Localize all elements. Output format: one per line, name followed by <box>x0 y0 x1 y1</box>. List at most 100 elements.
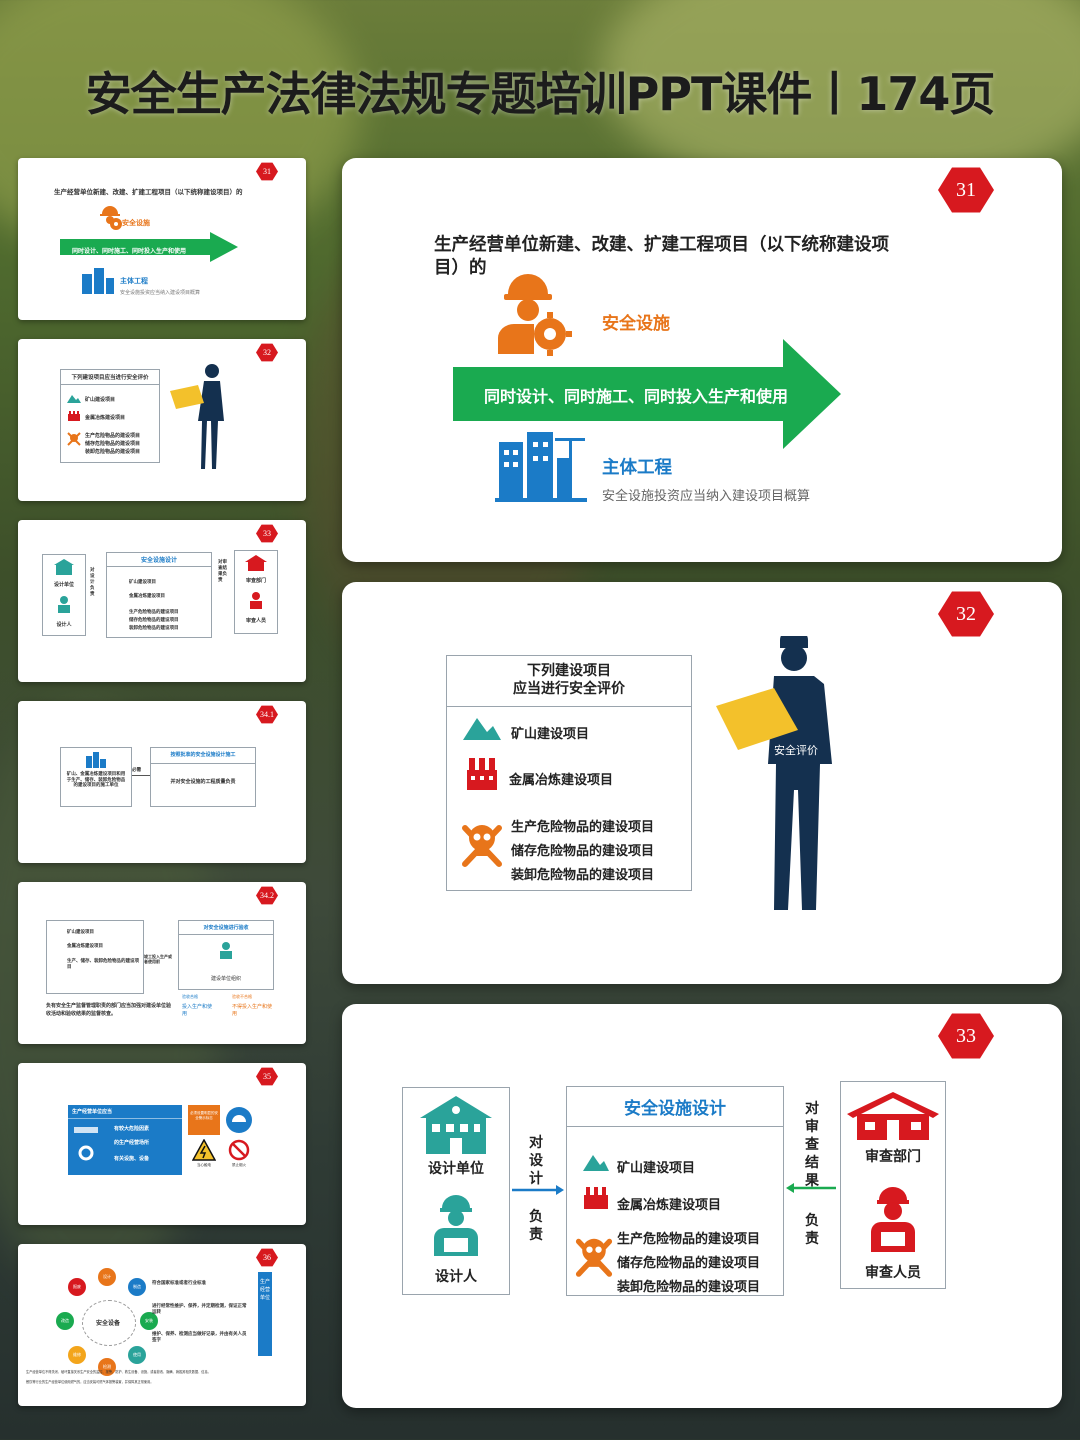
panel-line: 的生产经营场所 <box>114 1140 150 1146</box>
box-title: 下列建设项目应当进行安全评价 <box>61 370 159 385</box>
slide-thumbnail-33[interactable]: 33 设计单位 设计人 对设计负责 安全设施设计 矿山建设项目 金属冶炼建设项目… <box>18 520 306 682</box>
building-icon <box>86 752 106 768</box>
worker-icon <box>220 942 232 959</box>
factory-icon <box>584 1187 608 1209</box>
list-item: 装卸危险物品的建设项目 <box>129 626 179 631</box>
main-project-label: 主体工程 <box>120 277 148 285</box>
pass-small-label: 验收合格 <box>182 994 198 999</box>
slide-number-badge: 31 <box>938 167 994 213</box>
construction-box: 按照批准的安全设施设计施工 并对安全设施的工程质量负责 <box>150 747 256 807</box>
document-label: 安全评价 <box>774 743 818 757</box>
design-box: 安全设施设计 矿山建设项目 金属冶炼建设项目 生产危险物品的建设项目 储存危险物… <box>106 552 212 638</box>
building-icon <box>420 1096 492 1154</box>
skull-crossbones-icon <box>462 825 502 867</box>
slide-number-badge: 35 <box>256 1067 278 1086</box>
slide-card-33[interactable]: 33 设计单位 设计人 对设计 负责 安全设施设计 矿山建设项目 金属冶炼建设项… <box>342 1004 1062 1408</box>
slide-number-badge: 33 <box>256 524 278 543</box>
worker-icon <box>250 592 262 609</box>
requirement-item: 进行经常性维护、保养，并定期检测，保证正常运转 <box>152 1304 247 1315</box>
list-item: 储存危险物品的建设项目 <box>617 1256 761 1271</box>
contractor-text: 矿山、金属冶炼建设项目和用于生产、储存、装卸危险物品的建设项目的施工单位 <box>66 772 126 788</box>
acceptance-title: 对安全设施进行验收 <box>179 921 273 935</box>
slide-thumbnail-35[interactable]: 35 生产经营单位应当 有较大危险因素 的生产经营场所 有关设施、设备 必须设置… <box>18 1063 306 1225</box>
sign-caption: 当心触电 <box>197 1163 211 1167</box>
box-title-line: 应当进行安全评价 <box>513 681 625 697</box>
slide-number-badge: 33 <box>938 1013 994 1059</box>
slide-card-32[interactable]: 32 下列建设项目 应当进行安全评价 矿山建设项目 金属冶炼建设项目 生产危险物… <box>342 582 1062 984</box>
design-unit-box: 设计单位 设计人 <box>42 554 86 636</box>
factory-icon <box>68 411 80 421</box>
footnote: 餐饮等行业的生产经营单位使用燃气的，应当安装可燃气体报警装置，并保障其正常使用。 <box>26 1380 154 1384</box>
list-item: 储存危险物品的建设项目 <box>129 618 179 623</box>
list-item: 生产危险物品的建设项目 <box>85 433 141 439</box>
pass-label: 投入生产和使用 <box>182 1004 213 1017</box>
warning-sign-panel: 必须设置明显的安全警示标志 <box>188 1105 220 1135</box>
slide-thumbnail-34-1[interactable]: 34.1 矿山、金属冶炼建设项目和用于生产、储存、装卸危险物品的建设项目的施工单… <box>18 701 306 863</box>
list-item: 矿山建设项目 <box>85 397 116 403</box>
list-item: 金属冶炼建设项目 <box>129 594 165 599</box>
reviewer-label: 审查人员 <box>245 618 266 624</box>
facility-label: 安全设施 <box>602 314 670 334</box>
review-dept-label: 审查部门 <box>245 578 266 584</box>
evaluation-box: 下列建设项目 应当进行安全评价 矿山建设项目 金属冶炼建设项目 生产危险物品的建… <box>446 655 692 891</box>
list-item: 矿山建设项目 <box>129 580 156 585</box>
design-box-title: 安全设施设计 <box>107 553 211 567</box>
list-item: 矿山建设项目 <box>511 727 590 742</box>
slide-number-badge: 34.2 <box>256 886 278 905</box>
slide-card-31[interactable]: 31 生产经营单位新建、改建、扩建工程项目（以下统称建设项目）的 安全设施 同时… <box>342 158 1062 562</box>
list-item: 矿山建设项目 <box>617 1161 696 1176</box>
slide-number-badge: 36 <box>256 1248 278 1267</box>
slide-thumbnail-32[interactable]: 32 下列建设项目应当进行安全评价 矿山建设项目 金属冶炼建设项目 生产危险物品… <box>18 339 306 501</box>
slide-thumbnail-34-2[interactable]: 34.2 矿山建设项目 金属冶炼建设项目 生产、储存、装卸危险物品的建设项目 竣… <box>18 882 306 1044</box>
lifecycle-node: 改造 <box>56 1312 74 1330</box>
panel-line: 有较大危险因素 <box>114 1126 150 1132</box>
design-box: 安全设施设计 矿山建设项目 金属冶炼建设项目 生产危险物品的建设项目 储存危险物… <box>566 1086 784 1296</box>
project-list-box: 矿山建设项目 金属冶炼建设项目 生产、储存、装卸危险物品的建设项目 <box>46 920 144 994</box>
lifecycle-node: 制造 <box>128 1278 146 1296</box>
arrow-right-icon <box>512 1185 564 1195</box>
main-project-label: 主体工程 <box>602 458 672 478</box>
requirement-item: 符合国家标准或者行业标准 <box>152 1281 206 1286</box>
lifecycle-node: 检测 <box>98 1358 116 1376</box>
lifecycle-node: 报废 <box>68 1278 86 1296</box>
sign-caption: 禁止烟火 <box>232 1163 246 1167</box>
designer-label: 设计人 <box>435 1269 477 1285</box>
building-icon <box>82 268 114 294</box>
footnote: 生产经营单位不得关闭、破坏直接关系生产安全的监控、报警、防护、救生设备、设施，或… <box>26 1370 211 1374</box>
investment-note: 安全设施投资应当纳入建设项目概算 <box>602 489 811 504</box>
green-arrow <box>453 339 841 449</box>
green-arrow <box>60 232 238 262</box>
worker-with-document-icon <box>170 364 224 469</box>
slide-number-badge: 34.1 <box>256 705 278 724</box>
page-title: 安全生产法律法规专题培训PPT课件丨174页 <box>85 67 996 121</box>
design-unit-box: 设计单位 设计人 <box>402 1087 510 1295</box>
gear-icon <box>74 1127 98 1161</box>
must-label: 必需 <box>132 768 141 773</box>
equipment-lifecycle-ring: 安全设备 设计 制造 安装 使用 检测 维修 改造 报废 <box>46 1268 170 1378</box>
list-item: 金属冶炼建设项目 <box>617 1198 722 1213</box>
lifecycle-node: 设计 <box>98 1268 116 1286</box>
list-item: 矿山建设项目 <box>67 930 94 935</box>
facility-label: 安全设施 <box>122 219 150 227</box>
building-icon <box>495 432 587 502</box>
slide-thumbnail-31[interactable]: 31 生产经营单位新建、改建、扩建工程项目（以下统称建设项目）的 安全设施 同时… <box>18 158 306 320</box>
list-item: 生产、储存、装卸危险物品的建设项目 <box>67 959 139 970</box>
design-box-title: 安全设施设计 <box>567 1087 783 1127</box>
mountain-icon <box>583 1155 609 1171</box>
construction-text: 并对安全设施的工程质量负责 <box>170 779 236 785</box>
slide-thumbnail-36[interactable]: 36 安全设备 设计 制造 安装 使用 检测 维修 改造 报废 符合国家标准或者… <box>18 1244 306 1406</box>
list-item: 金属冶炼建设项目 <box>67 944 103 949</box>
design-unit-label: 设计单位 <box>428 1161 484 1177</box>
list-item: 装卸危险物品的建设项目 <box>617 1280 761 1295</box>
skull-crossbones-icon <box>575 1238 613 1277</box>
list-item: 装卸危险物品的建设项目 <box>85 449 141 455</box>
fail-label: 不得投入生产和使用 <box>232 1004 273 1017</box>
list-item: 生产危险物品的建设项目 <box>511 820 655 835</box>
right-responsibility-label: 对审查结果 负责 <box>805 1101 819 1247</box>
worker-icon <box>871 1187 915 1252</box>
worker-with-document-icon: 安全评价 <box>716 636 832 910</box>
worker-gear-icon <box>498 274 572 356</box>
review-dept-box: 审查部门 审查人员 <box>234 550 278 634</box>
design-unit-label: 设计单位 <box>53 582 74 588</box>
review-dept-label: 审查部门 <box>865 1149 921 1165</box>
